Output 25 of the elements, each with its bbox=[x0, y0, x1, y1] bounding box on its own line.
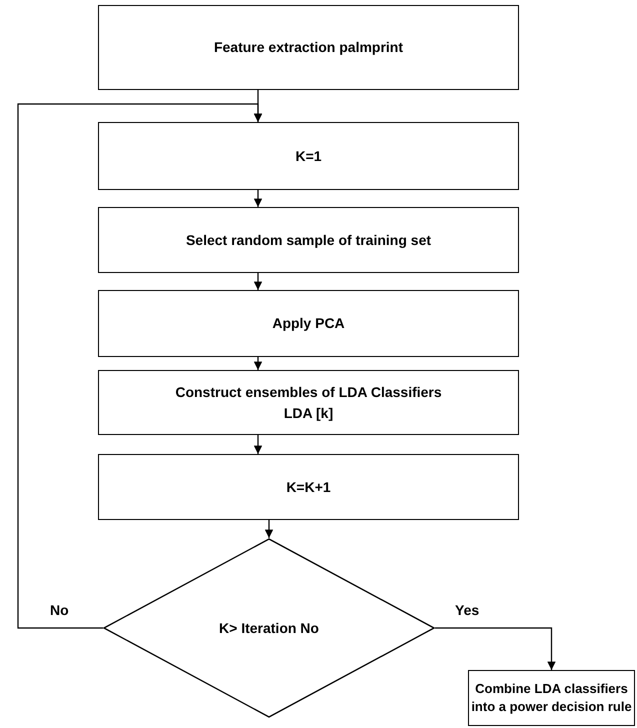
arrow bbox=[435, 627, 556, 670]
box-text: Combine LDA classifiers into a power decision rule bbox=[470, 680, 633, 716]
arrow bbox=[254, 435, 262, 454]
box-text: K> Iteration No bbox=[219, 618, 319, 638]
decision-diamond bbox=[103, 538, 435, 718]
box-text: K=1 bbox=[295, 146, 322, 166]
arrow bbox=[254, 357, 262, 370]
edge-label: No bbox=[48, 602, 71, 618]
process-box bbox=[98, 207, 519, 273]
box-text: Select random sample of training set bbox=[186, 230, 432, 250]
process-box bbox=[98, 370, 519, 435]
process-box bbox=[468, 670, 635, 726]
arrow bbox=[264, 520, 274, 538]
arrow bbox=[254, 190, 262, 207]
box-text: Construct ensembles of LDA Classifiers LDA [k] bbox=[174, 383, 443, 423]
box-text: Feature extraction palmprint bbox=[214, 38, 404, 58]
box-text: K=K+1 bbox=[286, 478, 331, 497]
process-box bbox=[98, 122, 519, 190]
arrow bbox=[17, 103, 262, 629]
edge-label: Yes bbox=[453, 602, 482, 618]
process-box bbox=[98, 5, 519, 90]
box-text: Apply PCA bbox=[272, 314, 345, 334]
process-box bbox=[98, 290, 519, 357]
arrow bbox=[254, 273, 262, 290]
process-box bbox=[98, 454, 519, 520]
